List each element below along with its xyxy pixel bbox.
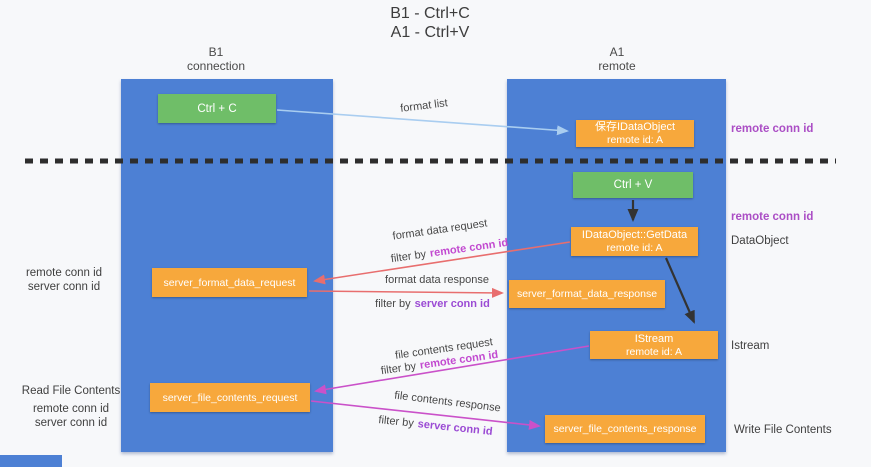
server-conn-id-accent: server conn id: [417, 418, 494, 438]
column-header-b1: B1 connection: [156, 45, 276, 73]
label-left-remote-conn-id-2: remote conn id: [32, 403, 110, 415]
node-server-format-data-response: server_format_data_response: [509, 280, 665, 308]
node-server-file-contents-response: server_file_contents_response: [545, 415, 705, 443]
arrow-format-data-response: [308, 287, 504, 298]
label-istream: Istream: [731, 340, 770, 352]
node-ctrl-c: Ctrl + C: [158, 94, 276, 123]
bottom-left-blue-strip: [0, 455, 62, 467]
label-right-remote-conn-id-2: remote conn id: [731, 211, 814, 223]
node-server-file-contents-request-label: server_file_contents_request: [162, 391, 298, 404]
node-istream-remote-id: remote id: A: [625, 345, 683, 358]
label-write-file-contents: Write File Contents: [734, 424, 832, 436]
node-save-idataobject: 保存IDataObject remote id: A: [576, 120, 694, 147]
remote-conn-id-accent: remote conn id: [429, 236, 509, 260]
node-istream-title: IStream: [634, 332, 674, 345]
left-conn-id-group-1: remote conn id server conn id: [8, 266, 120, 294]
node-idataobject-getdata: IDataObject::GetData remote id: A: [571, 227, 698, 256]
column-header-b1-name: B1: [208, 45, 224, 59]
column-header-b1-role: connection: [186, 59, 246, 73]
title-line-1: B1 - Ctrl+C: [390, 5, 470, 22]
diagram-title: B1 - Ctrl+C A1 - Ctrl+V: [330, 4, 530, 42]
node-server-format-data-request: server_format_data_request: [152, 268, 307, 297]
node-idataobject-getdata-title: IDataObject::GetData: [581, 229, 688, 241]
column-header-a1-role: remote: [598, 59, 636, 73]
label-left-server-conn-id-1: server conn id: [27, 281, 101, 293]
node-idataobject-getdata-remote-id: remote id: A: [606, 242, 663, 254]
node-server-format-data-request-label: server_format_data_request: [163, 276, 296, 289]
node-ctrl-v-label: Ctrl + V: [613, 179, 653, 191]
node-istream: IStream remote id: A: [590, 331, 718, 359]
label-file-contents-response: file contents response: [393, 389, 502, 415]
node-ctrl-v: Ctrl + V: [573, 172, 693, 198]
filter-by-text: filter by: [390, 248, 427, 266]
left-conn-id-group-2: Read File Contents remote conn id server…: [9, 384, 133, 430]
column-header-a1: A1 remote: [557, 45, 677, 73]
label-dataobject: DataObject: [731, 235, 789, 247]
label-right-remote-conn-id-1: remote conn id: [731, 123, 814, 135]
filter-by-text: filter by: [380, 360, 417, 378]
node-save-idataobject-title: 保存IDataObject: [594, 121, 676, 133]
server-conn-id-accent: server conn id: [414, 298, 490, 310]
node-server-format-data-response-label: server_format_data_response: [516, 288, 658, 300]
node-save-idataobject-remote-id: remote id: A: [606, 134, 664, 146]
label-left-remote-conn-id-1: remote conn id: [25, 267, 103, 279]
label-format-list: format list: [399, 97, 449, 115]
node-server-file-contents-request: server_file_contents_request: [150, 383, 310, 412]
label-read-file-contents: Read File Contents: [21, 385, 121, 397]
filter-by-text: filter by: [377, 414, 415, 430]
filter-by-text: filter by: [375, 298, 411, 310]
title-line-2: A1 - Ctrl+V: [390, 24, 470, 41]
label-format-data-response: format data response: [385, 274, 489, 286]
column-header-a1-name: A1: [609, 45, 625, 59]
node-ctrl-c-label: Ctrl + C: [197, 102, 237, 115]
label-format-data-request: format data request: [391, 217, 489, 243]
label-left-server-conn-id-2: server conn id: [34, 417, 108, 429]
node-server-file-contents-response-label: server_file_contents_response: [553, 423, 697, 435]
